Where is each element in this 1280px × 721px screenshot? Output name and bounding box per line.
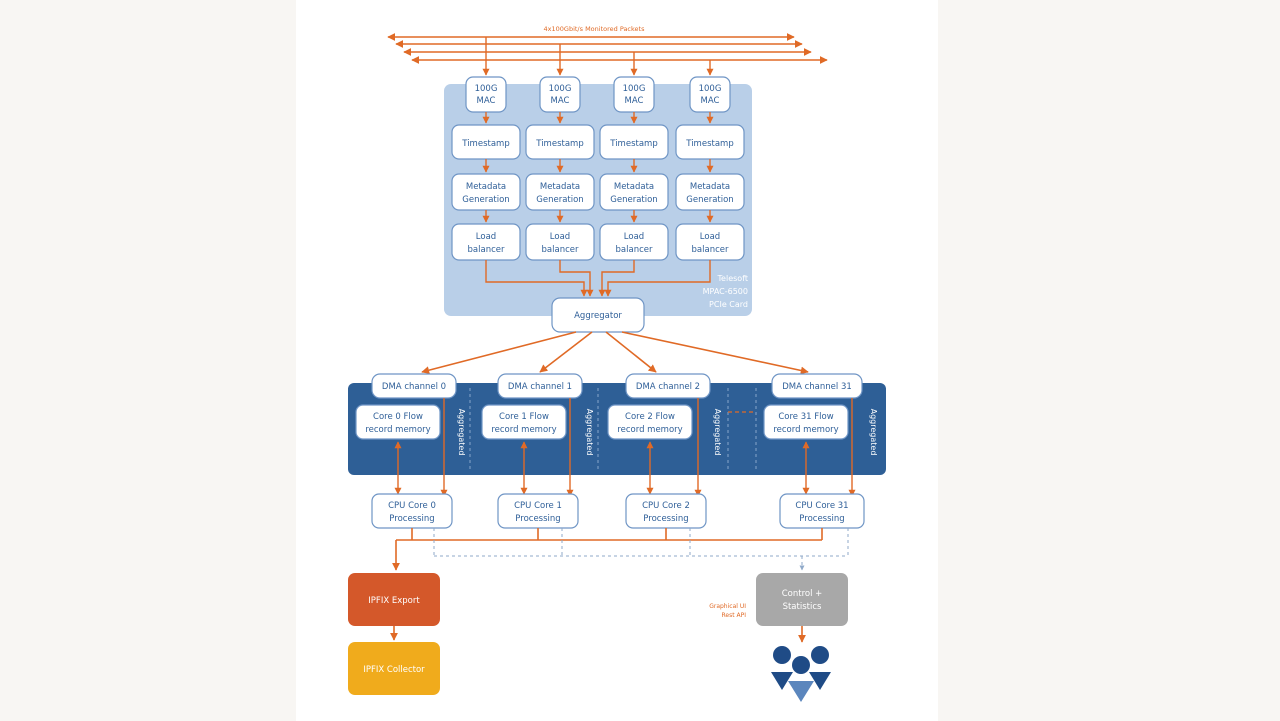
pipeline-column-1: 100G MAC Timestamp Metadata Generation L… <box>525 44 595 261</box>
cpu-label-31-l2: Processing <box>799 514 844 524</box>
dma-box-0 <box>371 373 457 399</box>
pipeline-column-0: 100G MAC Timestamp Metadata Generation L… <box>451 37 521 261</box>
card-label-line2: MPAC-6500 <box>703 287 748 296</box>
card-label-line3: PCIe Card <box>709 300 748 309</box>
balancer-label-2-l2: balancer <box>616 245 653 255</box>
dma-label-1: DMA channel 1 <box>508 382 572 392</box>
mac-box-1 <box>539 76 581 113</box>
balancer-label-1-l2: balancer <box>542 245 579 255</box>
cpu-label-31-l1: CPU Core 31 <box>795 501 848 511</box>
control-bus <box>433 528 849 571</box>
packet-lines <box>387 33 828 64</box>
channel-0: DMA channel 0 Core 0 Flow record memory … <box>355 373 466 529</box>
dma-label-31: DMA channel 31 <box>782 382 852 392</box>
aggregator-to-dma-lines <box>421 331 809 375</box>
channel-2: DMA channel 2 Core 2 Flow record memory … <box>607 373 722 529</box>
mac-label-3-l1: 100G <box>699 84 722 94</box>
pcie-card <box>444 84 752 316</box>
card-label-line1: Telesoft <box>717 274 748 283</box>
metadata-label-3-l2: Generation <box>686 195 733 205</box>
memory-label-0-l1: Core 0 Flow <box>373 412 423 422</box>
memory-label-2-l2: record memory <box>617 425 682 435</box>
mac-label-2-l2: MAC <box>625 96 644 106</box>
cpu-label-2-l2: Processing <box>643 514 688 524</box>
metadata-label-0-l2: Generation <box>462 195 509 205</box>
cpu-label-1-l1: CPU Core 1 <box>514 501 562 511</box>
architecture-diagram: 4x100Gbit/s Monitored Packets Telesoft M… <box>348 25 886 702</box>
mac-label-0-l1: 100G <box>475 84 498 94</box>
metadata-label-2-l2: Generation <box>610 195 657 205</box>
balancer-label-3-l2: balancer <box>692 245 729 255</box>
ipfix-export-box <box>348 573 440 626</box>
pipeline-column-3: 100G MAC Timestamp Metadata Generation L… <box>675 60 745 261</box>
aggregated-label-2: Aggregated <box>713 409 722 456</box>
cpu-label-2-l1: CPU Core 2 <box>642 501 690 511</box>
balancer-label-0-l2: balancer <box>468 245 505 255</box>
mac-label-0-l2: MAC <box>477 96 496 106</box>
mac-label-1-l1: 100G <box>549 84 572 94</box>
balancer-label-1-l1: Load <box>550 232 570 242</box>
control-label-l1: Control + <box>782 589 823 599</box>
balancer-label-3-l1: Load <box>700 232 720 242</box>
control-statistics-box <box>756 573 848 626</box>
memory-box-31 <box>763 404 849 440</box>
channel-1: DMA channel 1 Core 1 Flow record memory … <box>481 373 594 529</box>
export-bus <box>392 528 823 571</box>
gui-label-l2: Rest API <box>722 612 747 619</box>
aggregated-label-31: Aggregated <box>869 409 878 456</box>
gui-label-l1: Graphical UI <box>709 603 746 610</box>
cpu-label-0-l2: Processing <box>389 514 434 524</box>
ipfix-export-label: IPFIX Export <box>368 596 420 606</box>
memory-label-2-l1: Core 2 Flow <box>625 412 675 422</box>
aggregator-label: Aggregator <box>574 311 622 321</box>
memory-label-0-l2: record memory <box>365 425 430 435</box>
ipfix-collector-label: IPFIX Collector <box>363 665 425 675</box>
mac-label-2-l1: 100G <box>623 84 646 94</box>
channel-separators <box>469 388 757 470</box>
metadata-label-3-l1: Metadata <box>690 182 730 192</box>
mac-label-3-l2: MAC <box>701 96 720 106</box>
aggregated-label-1: Aggregated <box>585 409 594 456</box>
memory-box-0 <box>355 404 441 440</box>
timestamp-label-0: Timestamp <box>461 139 509 149</box>
monitored-packets-label: 4x100Gbit/s Monitored Packets <box>544 25 646 33</box>
memory-label-31-l1: Core 31 Flow <box>778 412 833 422</box>
balancer-label-0-l1: Load <box>476 232 496 242</box>
mac-box-2 <box>613 76 655 113</box>
dma-box-1 <box>497 373 583 399</box>
cpu-label-0-l1: CPU Core 0 <box>388 501 436 511</box>
memory-label-1-l1: Core 1 Flow <box>499 412 549 422</box>
metadata-label-1-l1: Metadata <box>540 182 580 192</box>
balancer-to-aggregator-lines <box>485 260 711 297</box>
control-label-l2: Statistics <box>783 602 822 612</box>
timestamp-label-3: Timestamp <box>685 139 733 149</box>
users-group-icon <box>771 646 831 702</box>
dma-label-2: DMA channel 2 <box>636 382 700 392</box>
mac-label-1-l2: MAC <box>551 96 570 106</box>
mac-box-3 <box>689 76 731 113</box>
cpu-label-1-l2: Processing <box>515 514 560 524</box>
dma-label-0: DMA channel 0 <box>382 382 446 392</box>
balancer-label-2-l1: Load <box>624 232 644 242</box>
pipeline-column-2: 100G MAC Timestamp Metadata Generation L… <box>599 52 669 261</box>
channel-31: DMA channel 31 Core 31 Flow record memor… <box>763 373 878 529</box>
memory-label-1-l2: record memory <box>491 425 556 435</box>
dma-box-31 <box>771 373 863 399</box>
mac-box-0 <box>465 76 507 113</box>
metadata-label-0-l1: Metadata <box>466 182 506 192</box>
timestamp-label-2: Timestamp <box>609 139 657 149</box>
ipfix-collector-box <box>348 642 440 695</box>
timestamp-label-1: Timestamp <box>535 139 583 149</box>
metadata-label-1-l2: Generation <box>536 195 583 205</box>
memory-box-2 <box>607 404 693 440</box>
aggregated-label-0: Aggregated <box>457 409 466 456</box>
metadata-label-2-l1: Metadata <box>614 182 654 192</box>
memory-label-31-l2: record memory <box>773 425 838 435</box>
memory-box-1 <box>481 404 567 440</box>
aggregator-box <box>551 297 645 333</box>
diagram-panel: 4x100Gbit/s Monitored Packets Telesoft M… <box>296 0 938 721</box>
dma-box-2 <box>625 373 711 399</box>
